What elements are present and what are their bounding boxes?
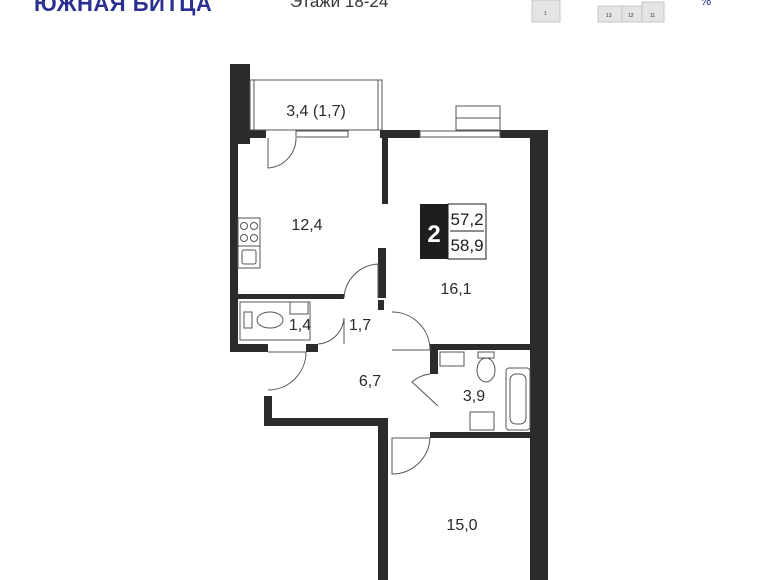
key-plan: 1 13 12 11 [531,0,665,23]
burner-4-icon [250,234,258,242]
bathtub-inner-icon [509,373,527,425]
rooms-count-box [420,204,448,259]
living-area: 57,2 [450,210,483,229]
fixtures [237,217,531,431]
wall-kitchen-toilet [238,294,344,299]
bathtub-icon [505,367,531,431]
wall-left-bottom [230,344,268,352]
brand-title: ЮЖНАЯ БИТЦА [34,0,213,16]
key-plan-label-13: 13 [606,13,612,19]
key-plan-label-11: 11 [650,13,655,19]
doors [267,137,439,475]
door-balcony-icon [267,137,297,169]
bath-toilet-icon [476,357,496,383]
wall-top-mid [380,130,420,138]
window-kitchen [295,130,349,138]
bath-sink-icon [469,411,495,431]
room-hall-label: 6,7 [359,373,381,390]
key-plan-label-1: 1 [544,11,547,17]
key-plan-section-11 [641,1,665,23]
wall-corridor-stub [378,300,384,310]
wall-bath-top [430,344,534,350]
brand-mark-icon: % [700,0,712,8]
key-plan-section-1 [531,0,561,23]
kitchen-sink-bowl-icon [241,249,257,265]
walls [230,64,548,580]
wall-top-left [238,130,266,138]
washer-icon [439,351,465,367]
wall-hall-bottom [264,418,386,426]
wall-left [230,140,238,350]
room-kitchen-label: 12,4 [291,217,322,234]
door-toilet-icon [317,317,345,345]
room-living-label: 16,1 [440,281,471,298]
floors-label: Этажи 18-24 [290,0,389,11]
toilet-tank-icon [243,311,253,329]
door-entrance-icon [267,351,307,391]
balcony-frame [249,79,383,131]
burner-3-icon [240,234,248,242]
room-bedroom-label: 15,0 [446,517,477,534]
windows [295,105,501,138]
wall-bedroom-left [378,418,388,580]
burner-1-icon [240,222,248,230]
wall-balcony-left [230,64,250,144]
key-plan-label-12: 12 [628,13,634,19]
wall-right [530,130,548,580]
room-corridor-label: 1,7 [349,317,371,334]
door-bedroom-icon [391,437,431,475]
total-area: 58,9 [450,236,483,255]
wall-bath-left-upper [430,350,438,374]
balcony-rail [249,79,383,131]
burner-2-icon [250,222,258,230]
room-balcony-label: 3,4 (1,7) [286,103,346,120]
wall-kitchen-living-upper [382,138,388,204]
door-bath-icon [411,373,439,407]
wall-hall-left [264,396,272,422]
wall-kitchen-living-lower [378,248,386,298]
bath-toilet-tank-icon [477,351,495,359]
toilet-room-outline [239,301,311,341]
toilet-sink-icon [289,301,309,315]
stove-icon [237,217,261,247]
toilet-bowl-icon [256,311,284,329]
door-living-icon [391,311,431,351]
rooms-count: 2 [427,221,440,248]
window-living [419,130,501,138]
room-toilet-label: 1,4 [289,317,311,334]
wall-bath-bottom [430,432,534,438]
wall-bottom-stub [306,344,318,352]
door-kitchen-icon [343,263,379,299]
wall-top-right [500,130,534,138]
apartment-badge: 2 57,2 58,9 [420,203,487,260]
kitchen-sink-icon [237,245,261,269]
room-bathroom-label: 3,9 [463,388,485,405]
